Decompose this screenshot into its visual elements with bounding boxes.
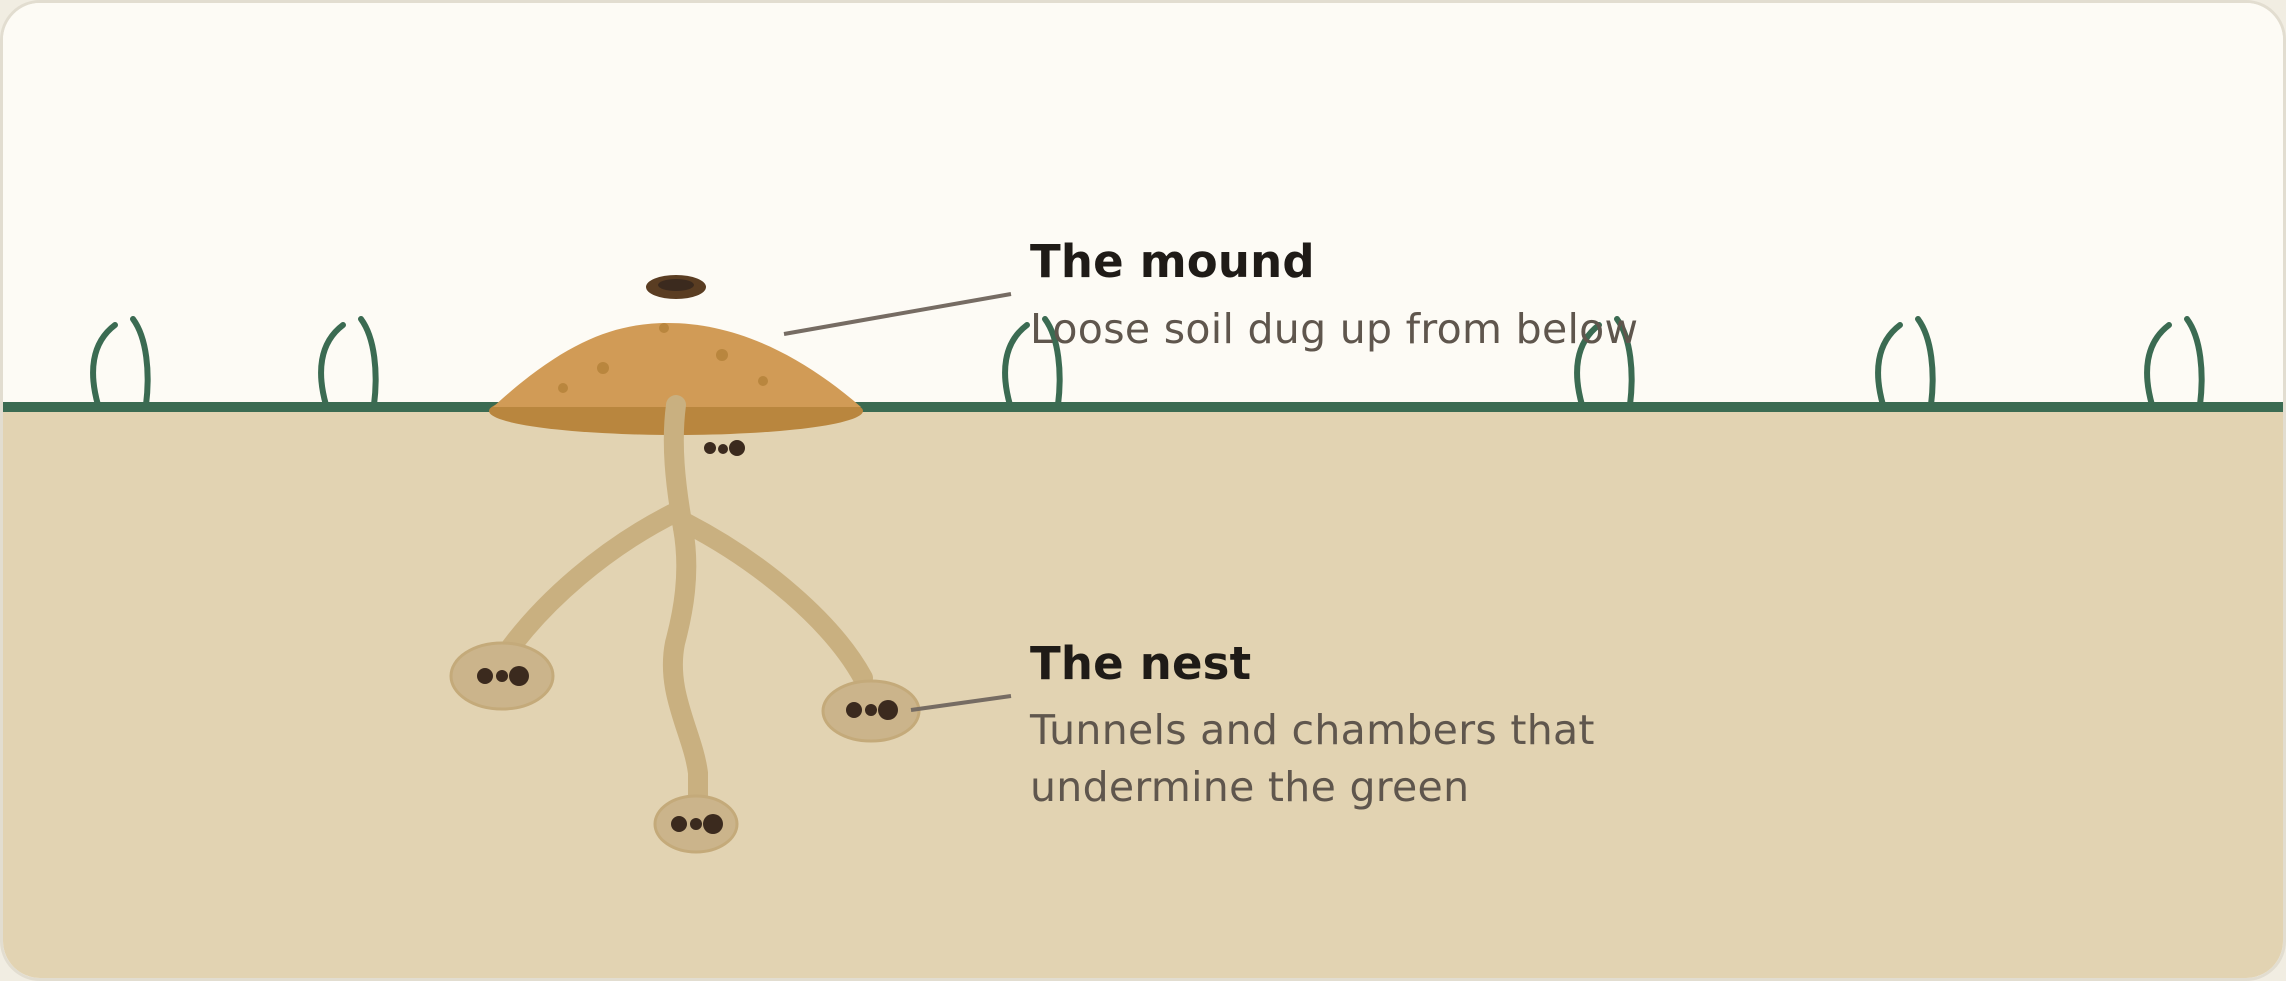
ant-left-chamber: [477, 666, 529, 686]
ant-bottom-chamber: [671, 814, 723, 834]
nest-leader-line: [910, 694, 1012, 712]
nest-description-line-1: Tunnels and chambers that: [1030, 706, 1595, 754]
mound-soil-grains: [558, 323, 768, 393]
ant-right-chamber: [846, 700, 898, 720]
grass-tuft: [318, 316, 379, 408]
mound-title: The mound: [1030, 235, 1315, 288]
sky-background: [3, 3, 2283, 409]
nest-description-line-2: undermine the green: [1030, 763, 1470, 811]
grass-tuft: [1574, 316, 1635, 408]
grass-tuft: [1002, 316, 1063, 408]
ant-nest-illustration: [3, 3, 2283, 978]
ant-near-surface: [704, 440, 745, 456]
tunnel-right: [676, 513, 873, 688]
soil-background: [3, 407, 2283, 978]
nest-title: The nest: [1030, 637, 1252, 690]
grass-tuft: [1875, 316, 1936, 408]
grass-tuft: [90, 316, 151, 408]
mound-leader-line: [783, 292, 1012, 336]
mound-description: Loose soil dug up from below: [1030, 305, 1639, 353]
grass-tuft: [2144, 316, 2205, 408]
nest-entrance-opening: [658, 279, 694, 291]
mound-body: [493, 323, 861, 407]
ants: [477, 440, 898, 834]
tunnel-down: [662, 518, 708, 813]
ground-line: [3, 402, 2283, 412]
tunnels: [498, 395, 873, 813]
grass-tufts: [90, 316, 2205, 408]
tunnel-left: [498, 501, 688, 661]
